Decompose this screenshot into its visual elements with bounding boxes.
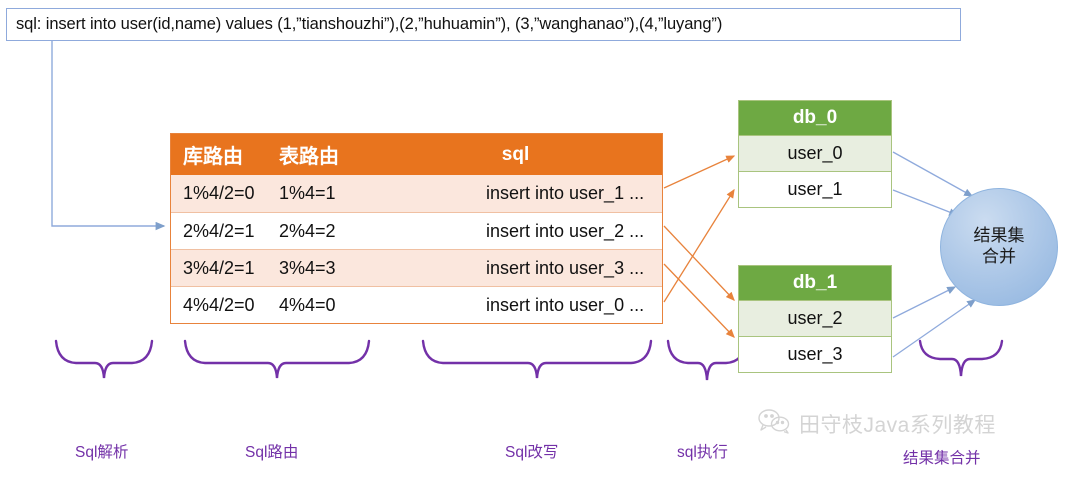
column-header-db-route: 库路由 [183, 146, 243, 168]
watermark-text: 田守枝Java系列教程 [799, 414, 996, 437]
connector-user3-to-result [892, 299, 977, 358]
table-row: 3%4/2=1 3%4=3 insert into user_3 ... [171, 249, 662, 286]
result-merge-line-2: 合并 [982, 247, 1016, 266]
table-item-user-2: user_2 [739, 300, 891, 336]
stage-label-sql-route: Sql路由 [245, 444, 299, 461]
cell-sql: insert into user_2 ... [486, 220, 645, 241]
stage-label-result-merge: 结果集合并 [903, 450, 981, 467]
cell-db-route: 2%4/2=1 [183, 220, 255, 241]
column-header-sql: sql [501, 143, 530, 165]
connector-user0-to-result [892, 151, 974, 197]
routing-table: 库路由 表路由 sql 1%4/2=0 1%4=1 insert into us… [170, 133, 663, 324]
table-row: 4%4/2=0 4%4=0 insert into user_0 ... [171, 286, 662, 323]
stage-label-sql-parse: Sql解析 [75, 444, 129, 461]
table-item-user-1: user_1 [739, 171, 891, 207]
cell-db-route: 4%4/2=0 [183, 294, 255, 315]
brace-sql-rewrite [421, 339, 653, 379]
result-merge-circle: 结果集 合并 [940, 188, 1058, 306]
cell-db-route: 1%4/2=0 [183, 183, 255, 203]
cell-sql: insert into user_1 ... [486, 183, 645, 203]
sql-statement-box: sql: insert into user(id,name) values (1… [6, 8, 961, 41]
database-name-label: db_0 [739, 101, 891, 135]
connector-row4-to-user0 [663, 188, 735, 303]
cell-table-route: 1%4=1 [279, 183, 336, 203]
cell-table-route: 4%4=0 [279, 294, 336, 315]
stage-label-sql-rewrite: Sql改写 [505, 444, 559, 461]
database-name-label: db_1 [739, 266, 891, 300]
table-item-user-3: user_3 [739, 336, 891, 372]
brace-sql-parse [54, 339, 154, 379]
table-item-user-0: user_0 [739, 135, 891, 171]
brace-sql-route [183, 339, 371, 379]
cell-table-route: 3%4=3 [279, 257, 336, 278]
cell-db-route: 3%4/2=1 [183, 257, 255, 278]
connector-user2-to-result [892, 286, 957, 319]
connector-row1-to-user1 [663, 155, 736, 189]
result-merge-line-1: 结果集 [973, 226, 1025, 246]
wechat-icon [757, 408, 791, 440]
brace-result-merge [918, 339, 1004, 377]
connector-user1-to-result [892, 189, 959, 216]
connector-sql-to-table [51, 41, 166, 231]
connector-row3-to-user3 [663, 263, 735, 338]
routing-table-header-row: 库路由 表路由 sql [171, 134, 662, 175]
sql-statement-text: sql: insert into user(id,name) values (1… [16, 15, 723, 33]
stage-label-sql-execute: sql执行 [677, 444, 728, 461]
connector-row2-to-user2 [663, 225, 735, 301]
column-header-table-route: 表路由 [279, 146, 339, 168]
database-box-db-1: db_1 user_2 user_3 [738, 265, 892, 373]
cell-table-route: 2%4=2 [279, 220, 336, 241]
table-row: 1%4/2=0 1%4=1 insert into user_1 ... [171, 175, 662, 212]
brace-sql-execute [666, 339, 748, 381]
table-row: 2%4/2=1 2%4=2 insert into user_2 ... [171, 212, 662, 249]
cell-sql: insert into user_0 ... [486, 294, 645, 315]
database-box-db-0: db_0 user_0 user_1 [738, 100, 892, 208]
watermark: 田守枝Java系列教程 [757, 408, 996, 440]
cell-sql: insert into user_3 ... [486, 257, 645, 278]
